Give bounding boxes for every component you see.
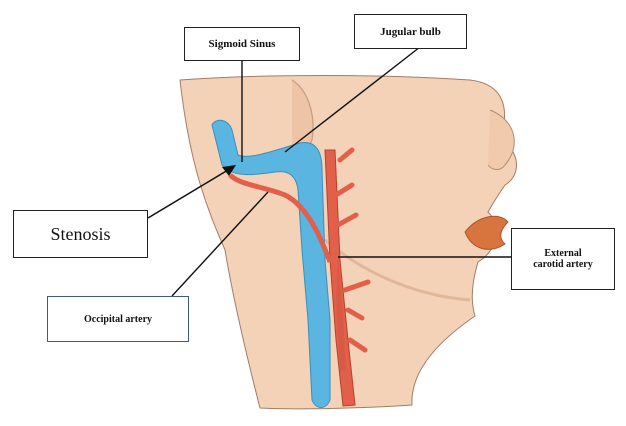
label-jugular-bulb: Jugular bulb bbox=[354, 14, 467, 49]
label-occipital-artery-text: Occipital artery bbox=[84, 314, 152, 325]
label-external-carotid-line1: External bbox=[544, 248, 581, 259]
label-external-carotid: External carotid artery bbox=[511, 228, 615, 290]
label-stenosis-text: Stenosis bbox=[50, 224, 110, 245]
label-external-carotid-line2: carotid artery bbox=[533, 259, 593, 270]
label-sigmoid-sinus: Sigmoid Sinus bbox=[184, 27, 300, 61]
label-jugular-bulb-text: Jugular bulb bbox=[380, 26, 441, 38]
label-stenosis: Stenosis bbox=[13, 210, 148, 258]
label-sigmoid-sinus-text: Sigmoid Sinus bbox=[209, 38, 276, 50]
label-occipital-artery: Occipital artery bbox=[47, 296, 189, 342]
